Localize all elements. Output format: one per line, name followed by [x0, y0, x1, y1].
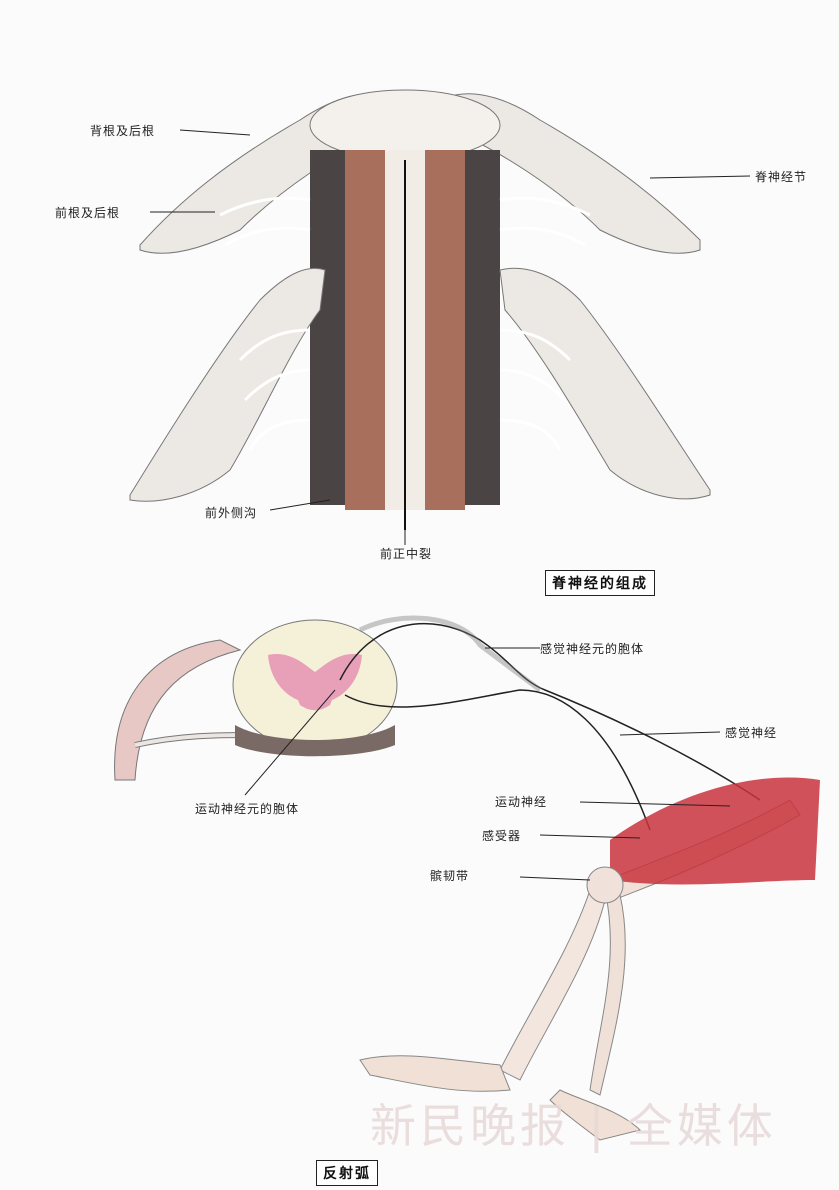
label-sensory-nerve: 感觉神经	[725, 724, 777, 741]
lower-right-nerve	[500, 268, 710, 499]
foot	[360, 1056, 510, 1092]
label-lateral-groove: 前外侧沟	[205, 504, 257, 521]
watermark: 新民晚报 | 全媒体	[370, 1090, 777, 1156]
caption-reflex-arc: 反射弧	[316, 1160, 378, 1186]
label-anterior-fissure: 前正中裂	[380, 545, 432, 562]
cord-top-section	[310, 90, 500, 160]
label-spinal-nerve: 脊神经节	[755, 168, 807, 185]
thigh-muscle	[610, 778, 820, 885]
label-tendon: 髌韧带	[430, 867, 469, 884]
spinal-cord-top-figure	[130, 90, 750, 545]
label-sensory-neuron: 感觉神经元的胞体	[540, 640, 644, 657]
label-motor-neuron: 运动神经元的胞体	[195, 800, 299, 817]
label-receptor: 感受器	[482, 827, 521, 844]
tibia	[500, 890, 605, 1080]
label-ventral-root: 前根及后根	[55, 204, 120, 221]
caption-spinal-nerve: 脊神经的组成	[545, 570, 655, 596]
label-motor-nerve: 运动神经	[495, 793, 547, 810]
label-dorsal-root: 背根及后根	[90, 122, 155, 139]
knee	[587, 867, 623, 903]
left-nerve-loop	[115, 640, 240, 780]
lower-left-nerve	[130, 268, 325, 501]
